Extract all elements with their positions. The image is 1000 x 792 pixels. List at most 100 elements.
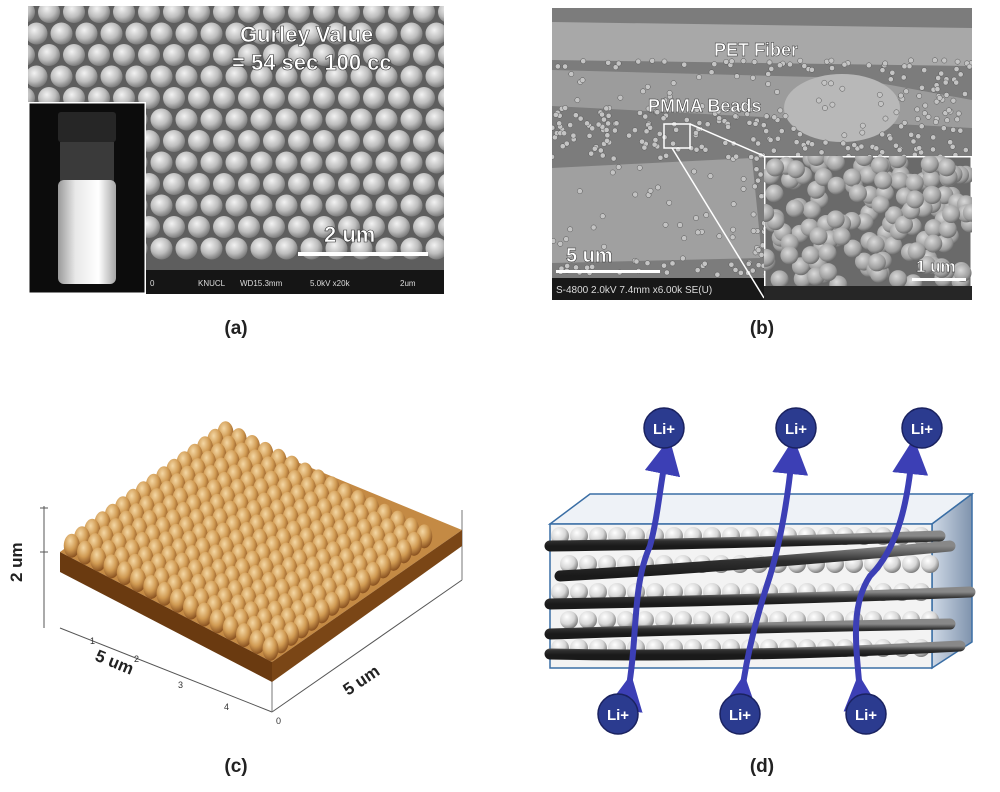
- bead: [613, 120, 620, 127]
- bead: [902, 555, 920, 573]
- bead: [691, 168, 697, 175]
- bead: [878, 100, 884, 107]
- bead: [736, 107, 743, 113]
- afm-peak: [63, 533, 80, 558]
- bead: [163, 130, 185, 152]
- li-ion-circle: [775, 407, 817, 449]
- bead: [645, 105, 652, 112]
- bead: [643, 128, 650, 135]
- bead: [782, 113, 789, 119]
- li-ion: Li+: [719, 693, 761, 735]
- bead: [662, 97, 669, 104]
- bead: [738, 269, 744, 276]
- bead: [150, 151, 173, 174]
- bead: [601, 243, 607, 250]
- bead: [728, 261, 735, 268]
- bead: [841, 132, 848, 139]
- bead: [150, 22, 173, 45]
- bead: [966, 63, 972, 70]
- vial-photo-inset: [28, 102, 146, 294]
- bead: [673, 127, 679, 133]
- bead: [635, 58, 642, 65]
- bead: [438, 131, 444, 151]
- bead: [238, 130, 260, 152]
- bead: [633, 258, 640, 265]
- bead: [922, 170, 941, 189]
- bead: [953, 66, 960, 72]
- bead: [750, 74, 756, 81]
- bead: [780, 246, 799, 265]
- ion-path-arrow: [843, 438, 929, 712]
- bead: [589, 583, 607, 601]
- bead: [438, 6, 444, 22]
- bead: [749, 267, 756, 274]
- bead: [566, 252, 573, 259]
- bead: [767, 137, 774, 143]
- bead: [400, 194, 423, 217]
- bead: [870, 156, 889, 175]
- bead: [874, 171, 893, 190]
- bead: [651, 141, 658, 148]
- bead: [822, 139, 829, 146]
- bead: [557, 240, 564, 247]
- bead: [901, 119, 908, 126]
- bead: [560, 611, 578, 629]
- bead: [921, 110, 928, 117]
- li-ion-circle: [845, 693, 887, 735]
- bead: [313, 87, 335, 109]
- bead: [859, 129, 866, 136]
- bead: [626, 132, 632, 139]
- bead: [188, 130, 210, 152]
- bead: [413, 87, 435, 109]
- bead: [250, 151, 273, 174]
- bead: [900, 74, 907, 81]
- bead: [313, 173, 335, 195]
- bead: [100, 65, 123, 88]
- bead: [612, 127, 618, 134]
- bead: [953, 263, 972, 282]
- bead: [829, 65, 835, 71]
- bead: [338, 87, 360, 109]
- panel-c-afm-image: 2 um 5 um 5 um 1 2 3 4 0: [0, 412, 480, 732]
- bead: [786, 160, 805, 179]
- bead: [28, 44, 35, 66]
- bead: [617, 94, 624, 101]
- bead: [615, 164, 622, 170]
- bead: [175, 22, 198, 45]
- bead: [551, 583, 569, 601]
- bead: [942, 205, 961, 224]
- bead: [413, 6, 435, 23]
- pet-fiber: [552, 22, 972, 66]
- bead: [866, 235, 885, 254]
- bead: [826, 210, 845, 229]
- bead: [388, 44, 410, 66]
- bead: [946, 107, 952, 114]
- bead: [250, 65, 273, 88]
- bead: [882, 60, 889, 67]
- bead: [843, 168, 862, 187]
- bead: [765, 71, 772, 77]
- bead: [113, 6, 135, 23]
- bead: [350, 108, 373, 131]
- bead: [563, 236, 570, 242]
- bead: [350, 151, 373, 174]
- bead: [728, 58, 735, 65]
- bead: [300, 151, 323, 174]
- bead: [670, 140, 676, 147]
- li-ion: Li+: [643, 407, 685, 449]
- bead: [670, 80, 677, 86]
- bead: [75, 65, 98, 88]
- li-ion: Li+: [597, 693, 639, 735]
- x-axis: [59, 627, 273, 713]
- li-ion: Li+: [901, 407, 943, 449]
- bead: [556, 120, 563, 127]
- bead: [770, 147, 777, 154]
- bead: [702, 146, 709, 153]
- bead: [263, 130, 285, 152]
- bead: [579, 77, 586, 83]
- bead: [750, 136, 757, 143]
- bead: [920, 156, 939, 174]
- bead: [797, 131, 803, 138]
- bead: [300, 237, 323, 260]
- bead: [801, 246, 820, 265]
